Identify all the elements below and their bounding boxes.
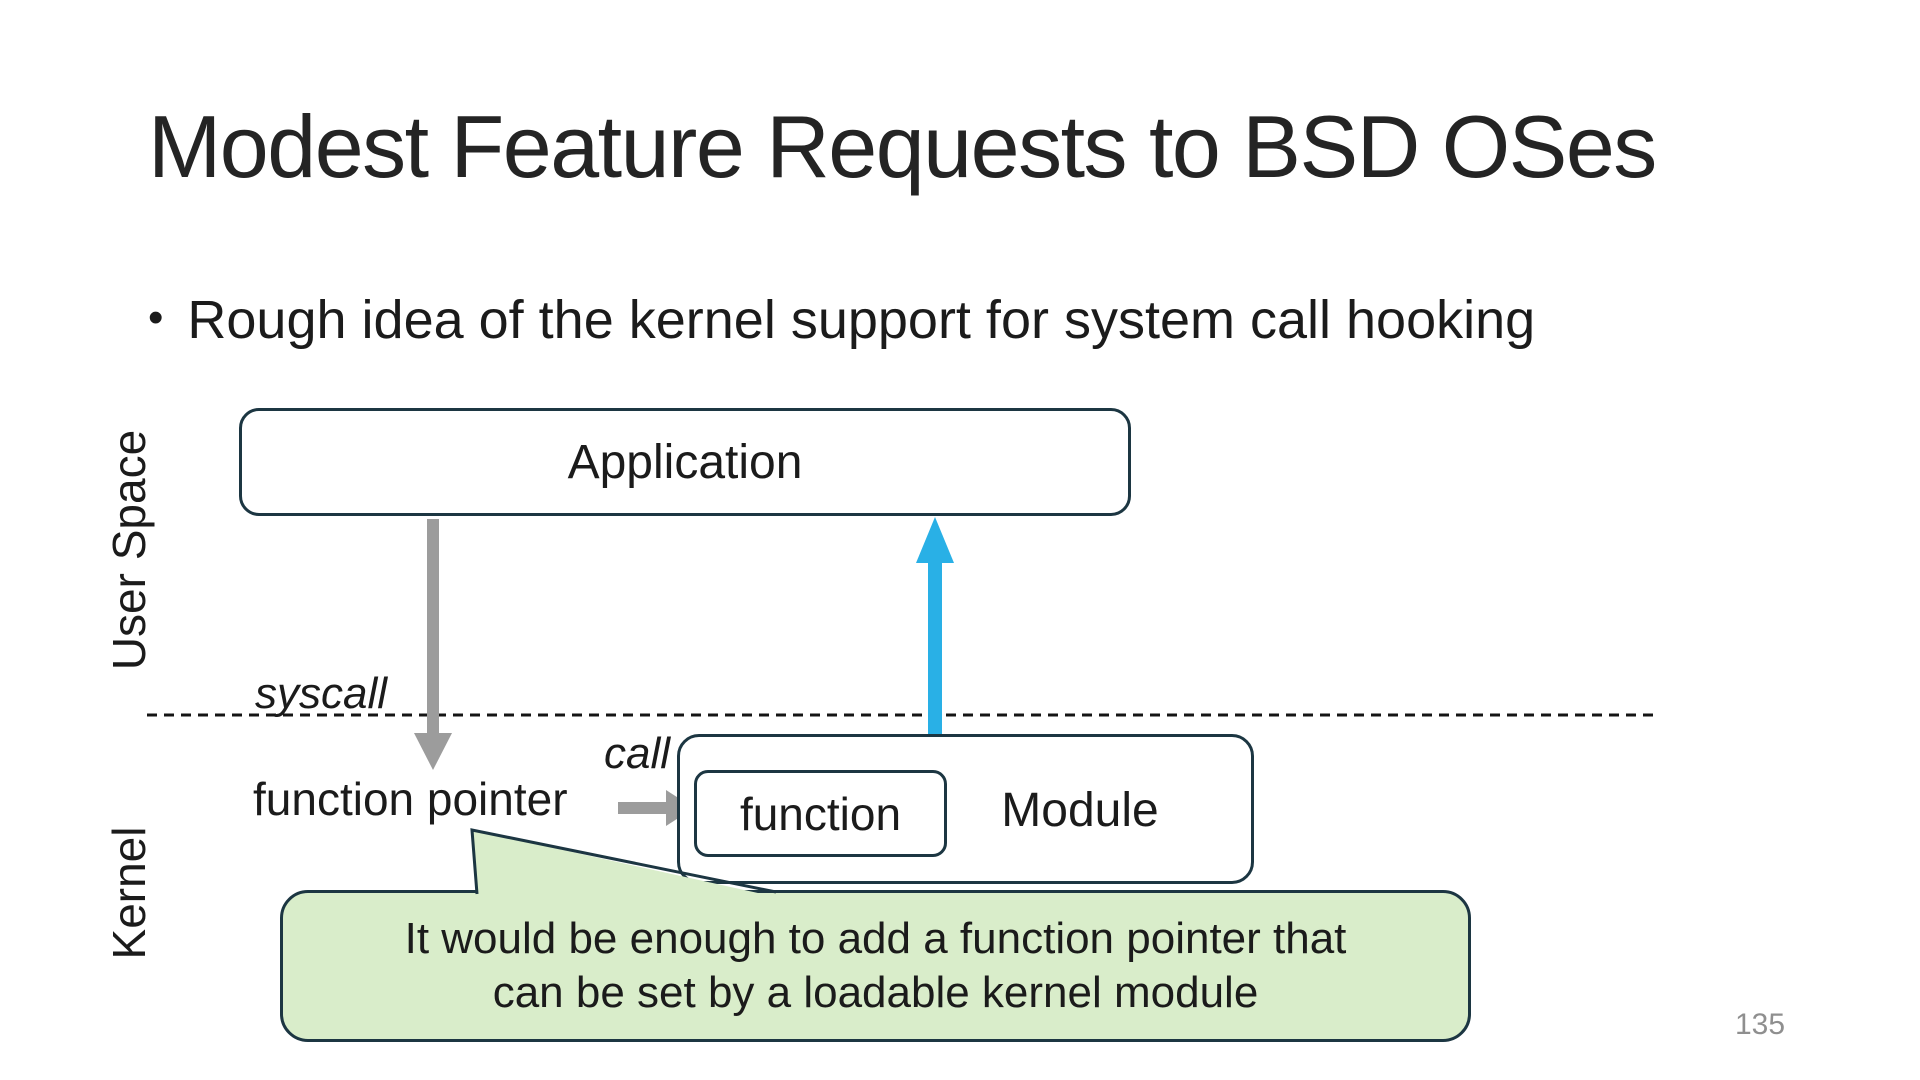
syscall-label: syscall xyxy=(255,669,388,718)
callout-text-line1: It would be enough to add a function poi… xyxy=(404,914,1347,963)
user-space-axis-label: User Space xyxy=(103,429,155,671)
bullet-item: • Rough idea of the kernel support for sy… xyxy=(148,288,1535,350)
callout-bubble: It would be enough to add a function poi… xyxy=(280,890,1471,1042)
module-box: function xyxy=(677,734,1254,884)
call-label: call xyxy=(604,729,671,778)
callout-text-line2: can be set by a loadable kernel module xyxy=(492,968,1259,1017)
page-number: 135 xyxy=(1734,1008,1786,1041)
function-box-label: function xyxy=(739,787,902,840)
kernel-axis-label: Kernel xyxy=(103,826,155,960)
application-box: Application xyxy=(239,408,1131,516)
function-pointer-label: function pointer xyxy=(253,773,568,825)
bullet-text: Rough idea of the kernel support for sys… xyxy=(187,290,1536,350)
syscall-down-arrow xyxy=(414,519,452,770)
slide-title: Modest Feature Requests to BSD OSes xyxy=(148,97,1657,196)
function-box: function xyxy=(694,770,947,857)
return-up-arrow xyxy=(916,517,954,736)
application-box-label: Application xyxy=(567,435,803,489)
bullet-marker: • xyxy=(148,293,164,342)
module-box-label: Module xyxy=(1001,784,1159,837)
